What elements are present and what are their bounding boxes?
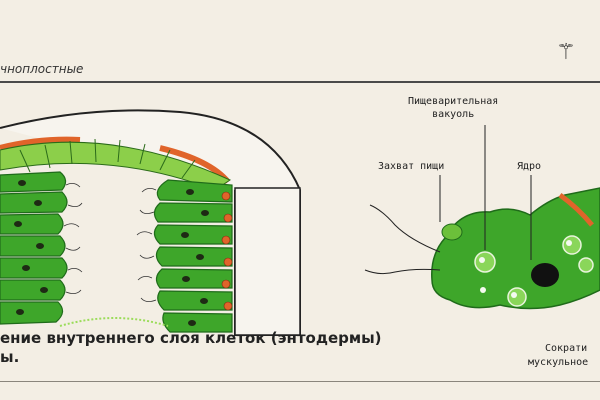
header-divider <box>0 81 600 83</box>
label-nucleus: Ядро <box>517 161 542 172</box>
label-food-capture: Захват пищи <box>378 161 445 172</box>
footer-divider <box>0 381 600 382</box>
label-muscular: мускульное <box>528 357 589 368</box>
caption-line2: ы. <box>0 348 20 366</box>
label-digestive-vacuole: Пищеварительная вакуоль <box>408 95 498 121</box>
label-vacuole-line1: Пищеварительная <box>408 96 499 107</box>
endoderm-section-figure <box>0 109 301 336</box>
caption-line1: ение внутреннего слоя клеток (энтодермы) <box>0 329 382 347</box>
section-header: чноплостные <box>0 62 84 76</box>
digestive-cell-figure <box>364 125 600 310</box>
nucleus <box>531 263 559 287</box>
label-vacuole-line2: вакуоль <box>432 109 475 120</box>
label-contractile: Сократи <box>545 343 588 354</box>
hydra-icon: ⚚ <box>556 40 576 65</box>
figure-caption: ение внутреннего слоя клеток (энтодермы)… <box>0 329 382 367</box>
